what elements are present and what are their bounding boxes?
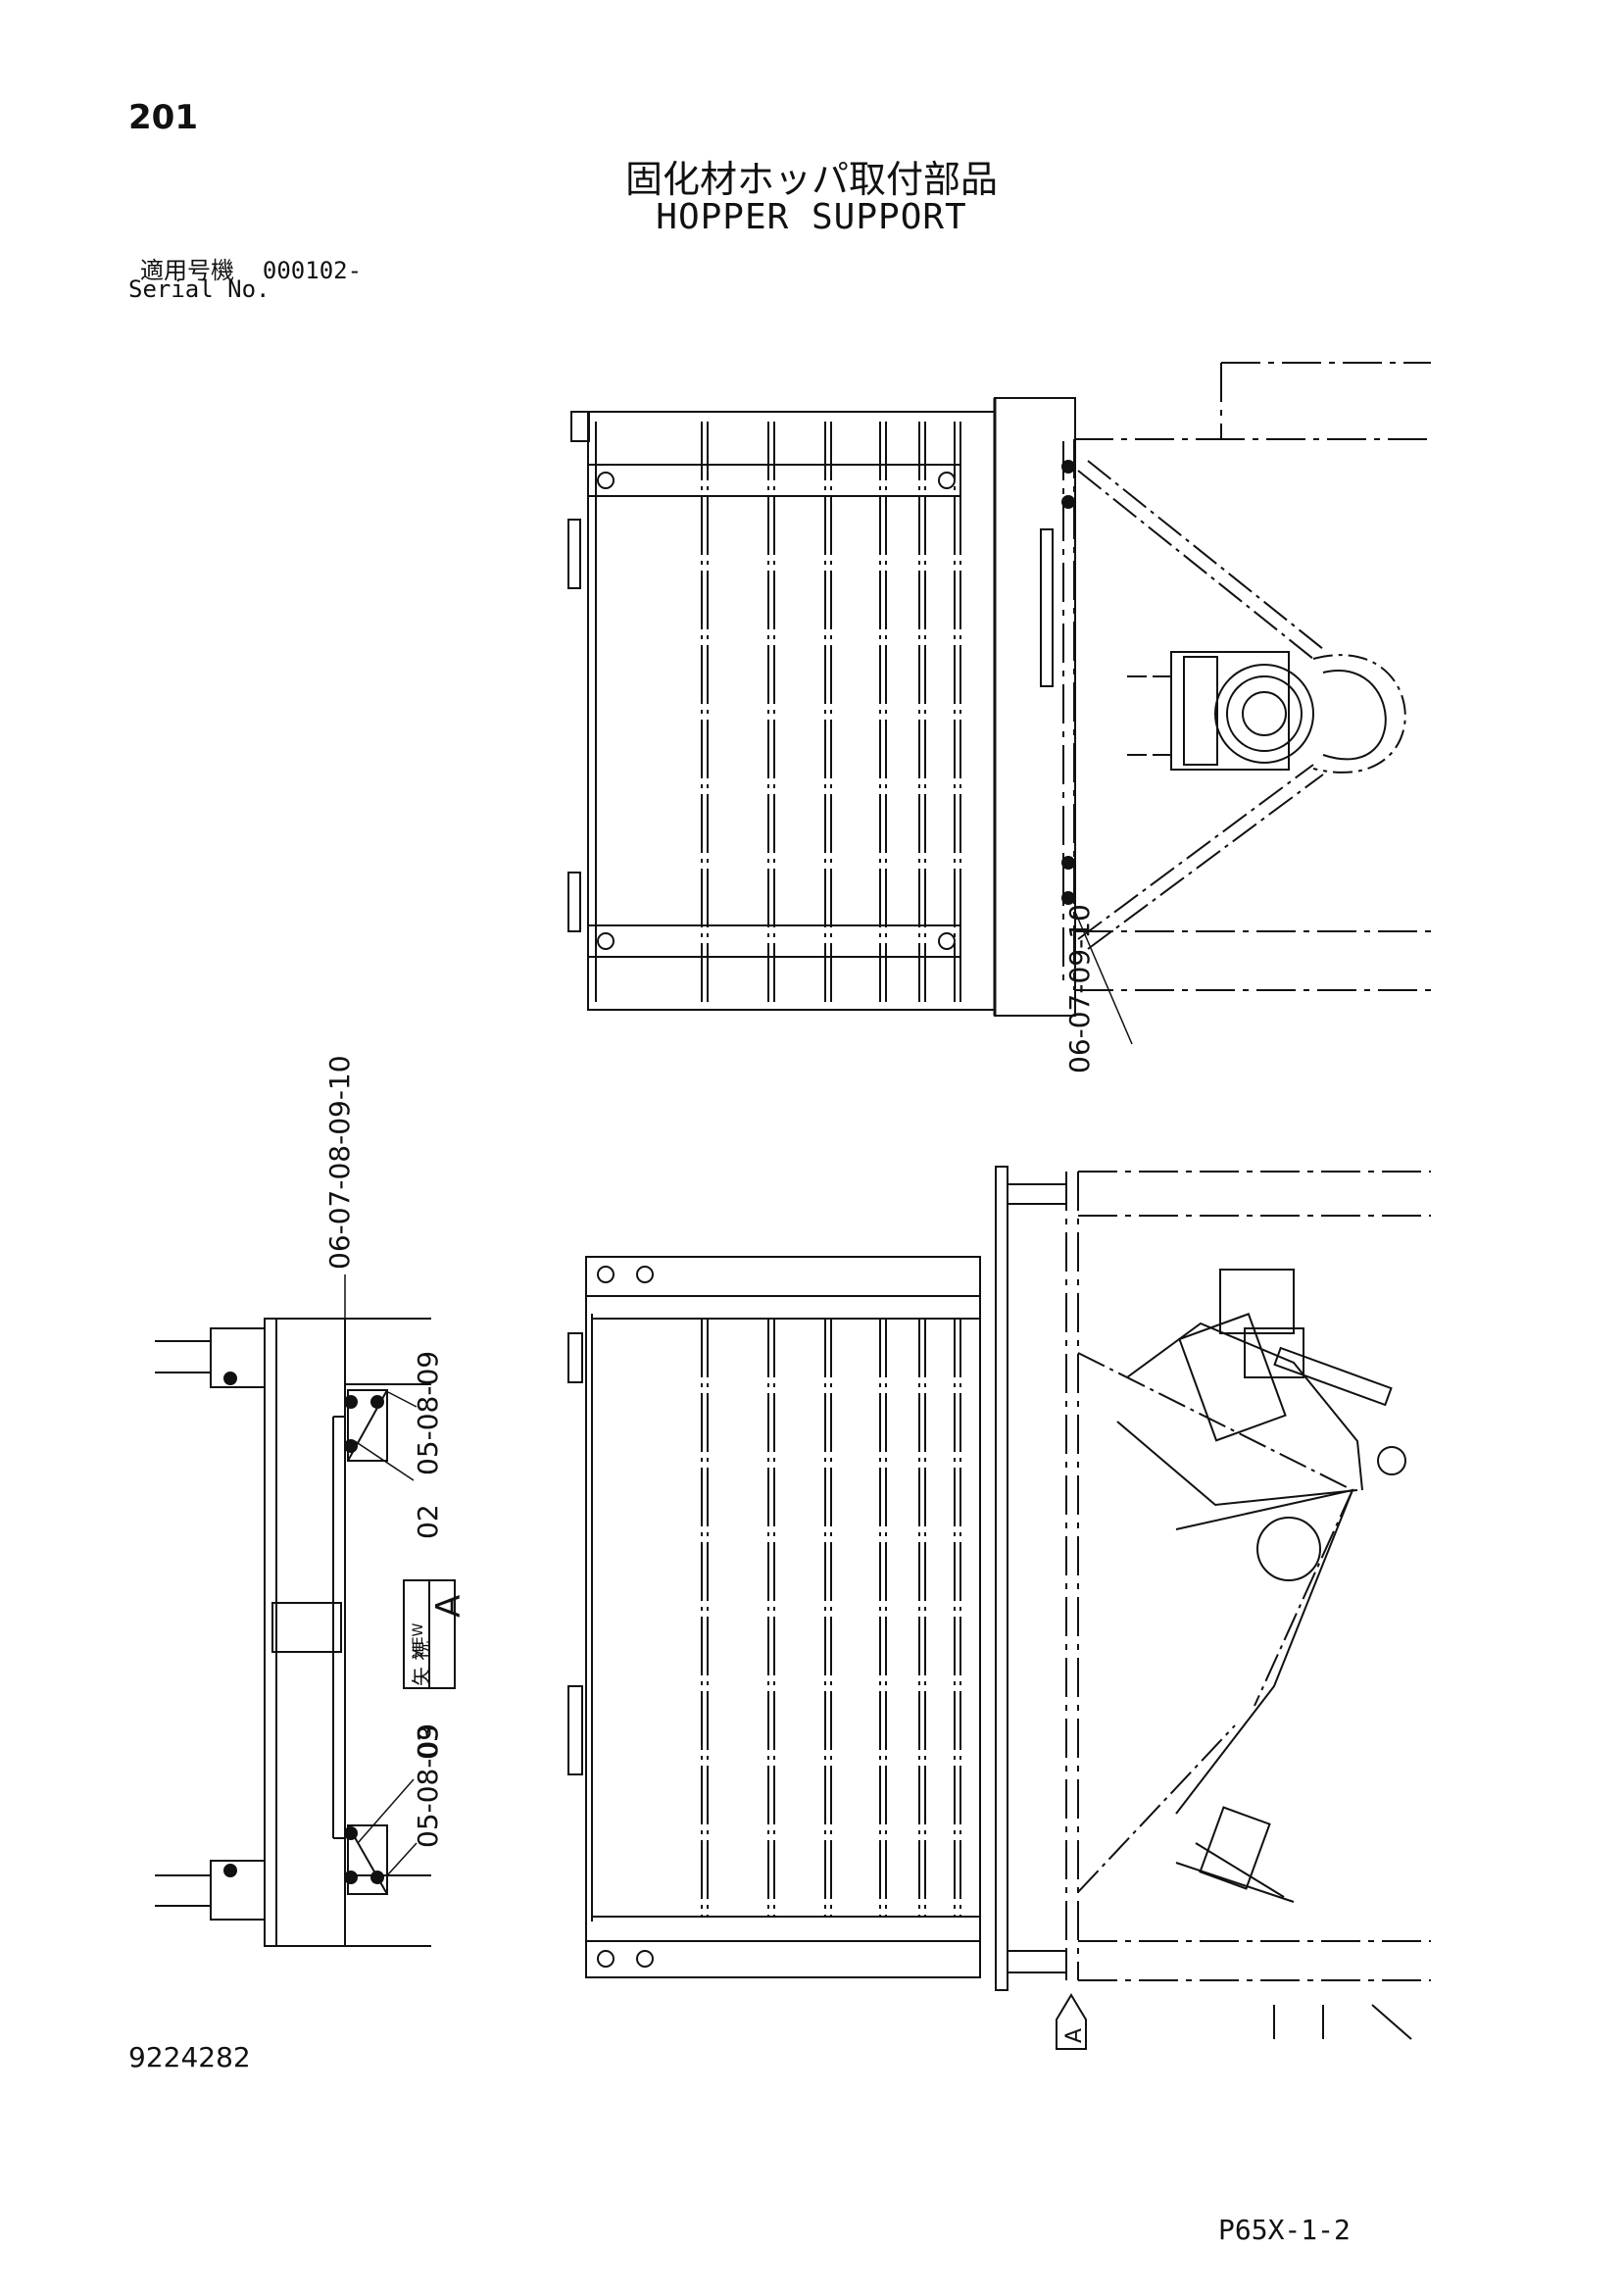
view-a-callout-upper-bracket: 05-08-09 [412,1350,444,1475]
side-view [567,1166,1431,2050]
view-a-arrow [1056,1993,1087,2050]
page-code: P65X-1-2 [1218,2214,1351,2246]
page-number: 201 [128,98,198,137]
view-a-callout-top: 06-07-08-09-10 [323,1055,356,1270]
serial-label-en: Serial No. [128,275,270,303]
page-title-japanese: 固化材ホッパ取付部品 [624,158,998,201]
document-number: 9224282 [128,2041,251,2073]
page-title-english: HOPPER SUPPORT [656,197,967,237]
view-a-letter: A [429,1594,468,1618]
part-02-label: 02 [412,1504,444,1539]
serial-label-jp: 適用号機 [140,257,234,284]
top-view-callout: 06-07-09-10 [1063,904,1096,1073]
serial-value: 000102- [262,257,363,284]
view-a-callout-lower-bracket: 05-08-09 [412,1722,444,1848]
view-a-detail [155,1274,456,1947]
serial-applicability: 適用号機 000102- [140,251,362,285]
side-view-arrow-letter: A [1062,2027,1087,2043]
view-a-label-en: VIEW [411,1622,426,1659]
top-view [567,362,1431,1045]
